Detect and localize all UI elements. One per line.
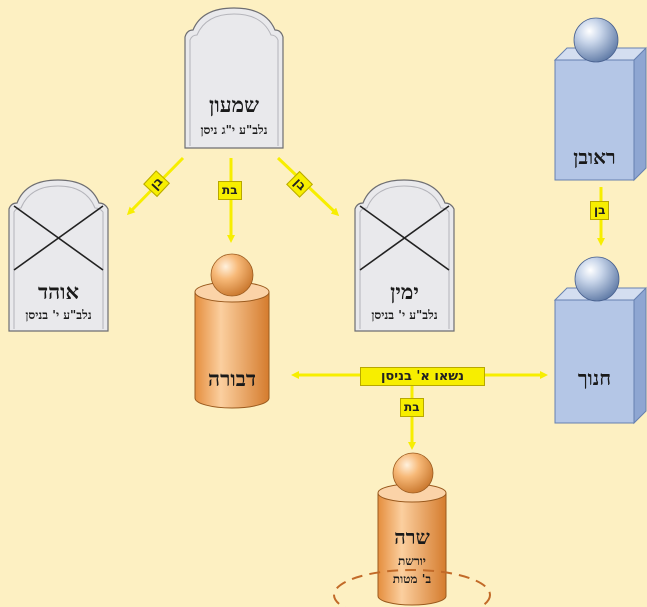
relation-tag-marriage-daughter: בת bbox=[400, 398, 424, 417]
shimon-name: שמעון bbox=[209, 92, 259, 117]
sara-note-line1: יורשת bbox=[398, 554, 426, 568]
ehud-note: נלב"ע י' בניסן bbox=[25, 308, 92, 322]
marriage-tag: נשאו א' בניסן bbox=[360, 367, 485, 386]
dvora-female-figure-icon bbox=[194, 253, 270, 409]
ehud-crossed-gravestone-icon bbox=[8, 179, 109, 332]
relation-tag-reuven-hanoch: בן bbox=[590, 201, 610, 220]
yamin-note: נלב"ע י' בניסן bbox=[371, 308, 438, 322]
hanoch-name: חנוך bbox=[577, 366, 612, 390]
heir-highlight-ring bbox=[333, 569, 491, 607]
reuven-male-figure-icon bbox=[553, 17, 647, 182]
dvora-name: דבורה bbox=[208, 366, 256, 391]
yamin-name: ימין bbox=[390, 279, 419, 304]
sara-note-line2: ב' מטות bbox=[392, 572, 432, 586]
shimon-note: נלב"ע י"ג ניסן bbox=[200, 123, 268, 137]
hanoch-male-figure-icon bbox=[553, 256, 647, 425]
relation-tag-shimon-dvora: בת bbox=[218, 181, 242, 200]
ehud-name: אוהד bbox=[37, 279, 80, 304]
shimon-gravestone-icon bbox=[184, 7, 284, 149]
sara-name: שרה bbox=[394, 525, 430, 549]
sara-female-figure-icon bbox=[377, 452, 447, 606]
yamin-crossed-gravestone-icon bbox=[354, 179, 455, 332]
reuven-name: ראובן bbox=[573, 145, 616, 169]
